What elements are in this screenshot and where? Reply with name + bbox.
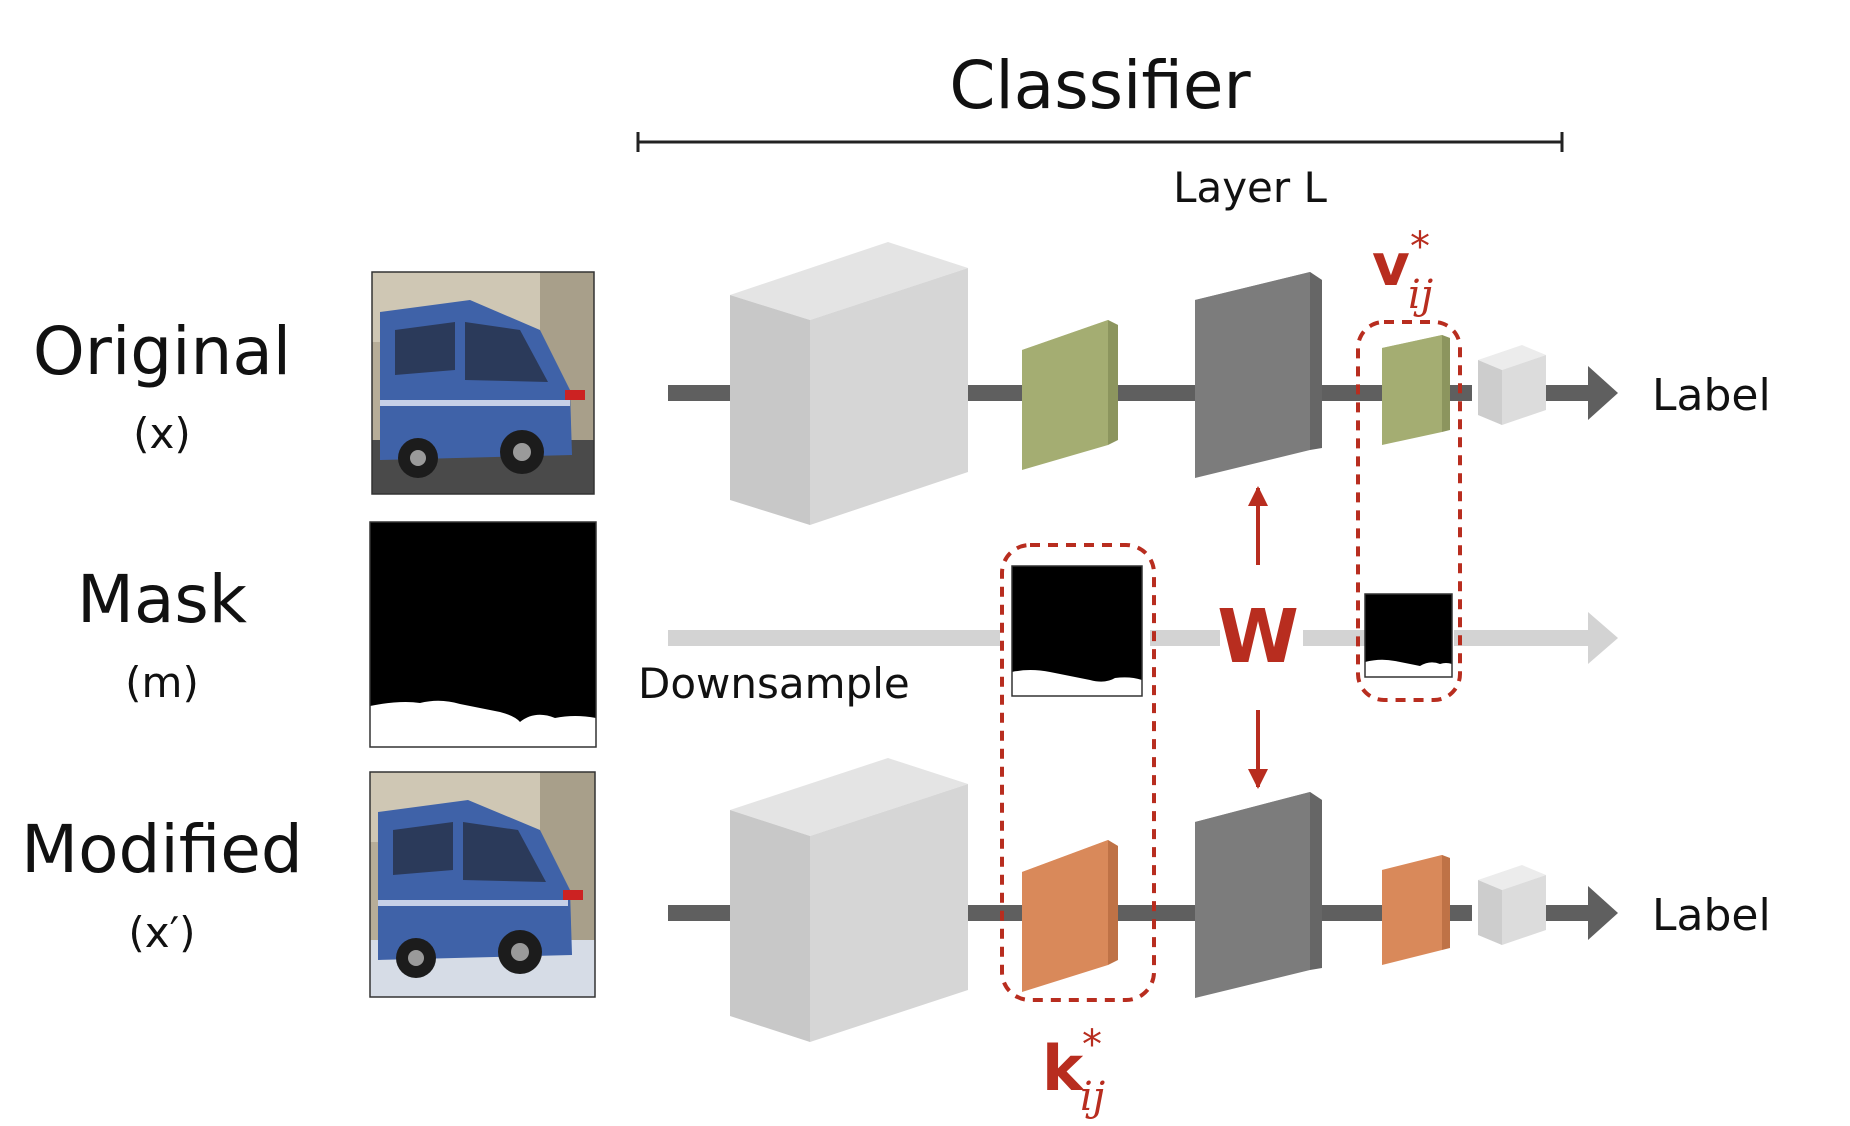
mask-path-line [668,612,1618,664]
conv-block-large-modified [730,758,968,836]
output-label-top: Label [1652,370,1771,421]
svg-text:ij: ij [1080,1074,1105,1120]
downsample-label: Downsample [638,659,910,708]
value-symbol: v * ij [1372,224,1433,318]
output-cube-modified [1478,865,1546,890]
conv-block-large [730,242,968,320]
row-symbol-mask: (m) [125,658,199,707]
row-label-original: Original [33,313,291,390]
classifier-bracket [636,132,1564,152]
output-cube [1478,345,1546,370]
layer-label: Layer L [1173,163,1327,212]
row-symbol-modified: (x′) [128,908,195,957]
svg-text:k: k [1042,1032,1085,1105]
row-label-mask: Mask [77,561,248,638]
downsampled-mask-small [1364,593,1453,678]
modified-image [370,772,595,997]
downsampled-mask-large [1011,565,1143,697]
row-label-modified: Modified [21,811,303,888]
original-image [372,272,594,494]
weight-symbol: W [1217,594,1299,680]
mask-image [369,521,597,748]
original-pipeline [668,242,1618,525]
output-label-bottom: Label [1652,890,1771,941]
svg-text:v: v [1372,231,1410,299]
key-highlight-box [1000,543,1156,1002]
value-highlight-box [1356,320,1462,702]
svg-text:*: * [1410,224,1430,270]
svg-text:ij: ij [1408,272,1433,318]
svg-text:*: * [1082,1022,1102,1068]
diagram-title: Classifier [949,47,1251,124]
key-symbol: k * ij [1042,1022,1105,1120]
modified-pipeline [668,758,1618,1042]
row-symbol-original: (x) [133,409,191,458]
